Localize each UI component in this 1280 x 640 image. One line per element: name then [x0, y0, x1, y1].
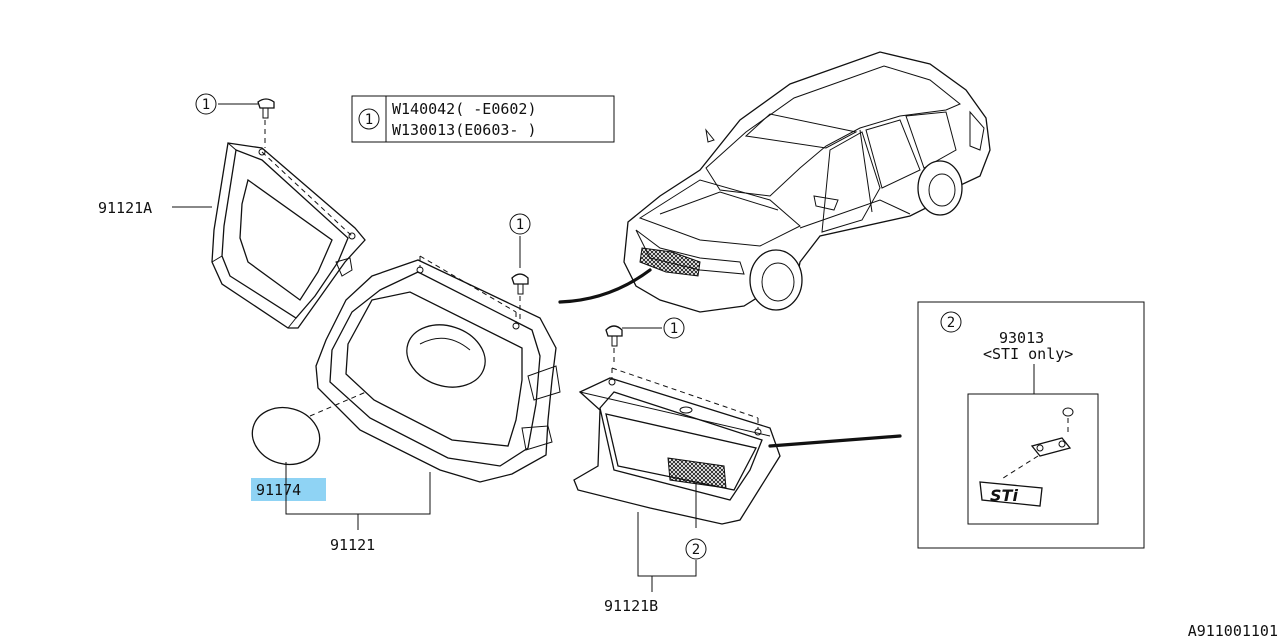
- callout-1-left: 1: [195, 93, 217, 115]
- part-label-91121[interactable]: 91121: [330, 536, 375, 554]
- legend-callout: 1: [365, 112, 373, 128]
- vehicle-illustration: [623, 51, 991, 313]
- clip-main[interactable]: [511, 236, 529, 320]
- part-label-91121B[interactable]: 91121B: [604, 597, 658, 615]
- callout-1-right: 1: [663, 317, 685, 339]
- sti-emblem-graphic: STi: [990, 486, 1018, 505]
- bracket-91121: [285, 462, 431, 530]
- callout-1-main: 1: [509, 213, 531, 235]
- callout-label: 1: [202, 97, 210, 113]
- leader-car-right: [768, 434, 902, 448]
- part-label-93013[interactable]: 93013: [999, 329, 1044, 347]
- part-label-91174[interactable]: 91174: [256, 481, 301, 499]
- svg-text:2: 2: [692, 542, 700, 558]
- leader-car-left: [558, 268, 652, 304]
- clip-left[interactable]: [218, 98, 275, 148]
- legend-row-1: W140042( -E0602): [392, 100, 537, 118]
- emblem-cover-part[interactable]: [246, 391, 367, 472]
- legend-box: 1 W140042( -E0602) W130013(E0603- ): [351, 95, 615, 143]
- sti-only-note: <STI only>: [983, 345, 1073, 363]
- grille-main-part[interactable]: [315, 255, 561, 483]
- sti-callout: 2: [947, 315, 955, 331]
- callout-2-right: 2: [685, 538, 707, 560]
- sti-detail-box: 2 93013 <STI only> STi: [917, 301, 1145, 549]
- svg-text:1: 1: [670, 321, 678, 337]
- clip-right[interactable]: [605, 325, 662, 366]
- grille-left-part[interactable]: [211, 142, 366, 329]
- grille-right-part[interactable]: [573, 367, 781, 528]
- bracket-91121B: [637, 512, 697, 592]
- highlight-91174: [251, 478, 326, 501]
- part-label-91121A[interactable]: 91121A: [98, 199, 152, 217]
- legend-row-2: W130013(E0603- ): [392, 121, 537, 139]
- svg-text:1: 1: [516, 217, 524, 233]
- diagram-code: A911001101: [1188, 622, 1278, 640]
